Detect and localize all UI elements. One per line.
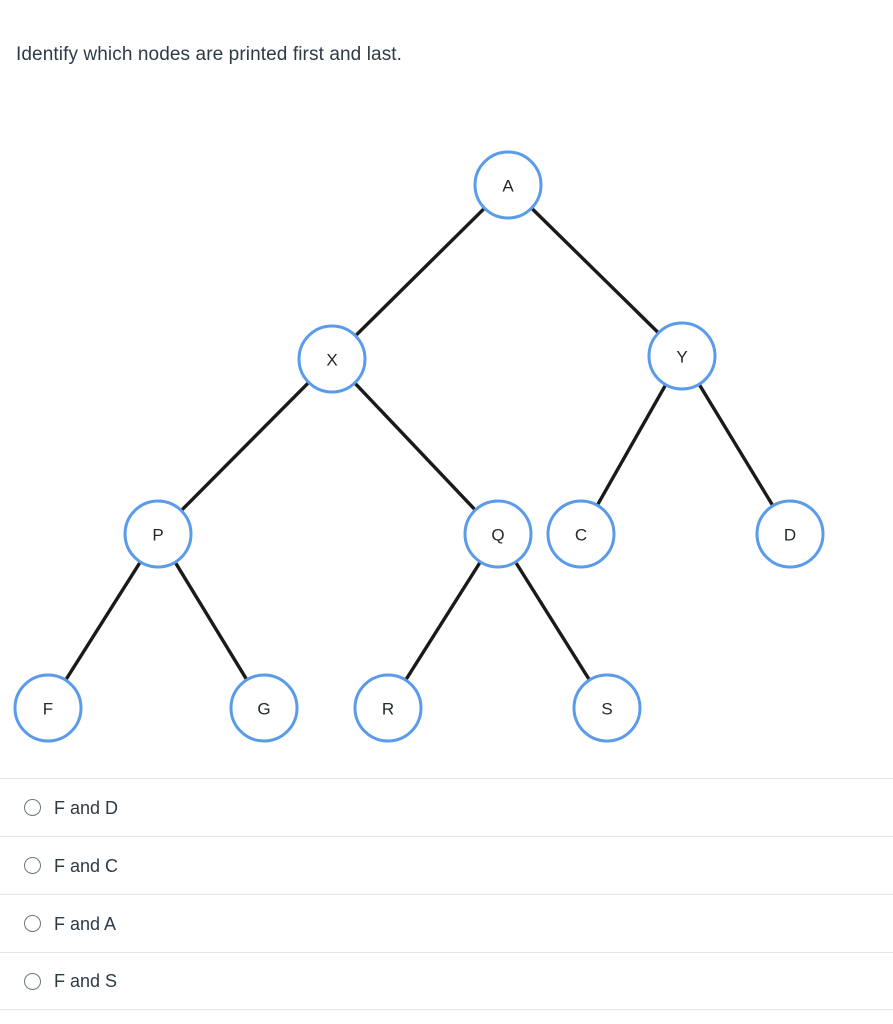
tree-node-circle-D	[755, 499, 825, 569]
tree-node-label-G: G	[257, 700, 270, 719]
tree-node-circle-S	[572, 673, 642, 743]
answer-option-1[interactable]: F and D	[0, 778, 893, 836]
tree-node-label-A: A	[502, 177, 514, 196]
answer-option-label: F and A	[54, 913, 117, 934]
tree-edge-X-Q	[353, 381, 477, 512]
tree-node-X: X	[297, 324, 367, 394]
tree-node-layer: A X Y P Q C D F G R S	[13, 150, 825, 743]
tree-edge-P-F	[64, 560, 142, 682]
tree-node-circle-F	[13, 673, 83, 743]
tree-node-label-F: F	[43, 700, 53, 719]
tree-node-circle-Y	[647, 321, 717, 391]
tree-edge-X-P	[180, 381, 310, 512]
tree-node-C: C	[546, 499, 616, 569]
tree-node-circle-R	[353, 673, 423, 743]
tree-node-circle-P	[123, 499, 193, 569]
tree-edge-P-G	[173, 561, 249, 681]
tree-node-label-R: R	[382, 700, 394, 719]
tree-node-label-P: P	[152, 526, 163, 545]
tree-node-circle-A	[473, 150, 543, 220]
answer-options-list: F and D F and C F and A F and S	[0, 778, 893, 1010]
tree-node-R: R	[353, 673, 423, 743]
answer-option-label: F and C	[54, 855, 119, 876]
tree-node-circle-G	[229, 673, 299, 743]
answer-option-label: F and D	[54, 797, 119, 818]
tree-edge-Q-S	[514, 561, 591, 681]
radio-button-icon[interactable]	[24, 857, 41, 874]
tree-node-label-D: D	[784, 526, 796, 545]
tree-node-label-Y: Y	[676, 348, 687, 367]
question-prompt: Identify which nodes are printed first a…	[16, 44, 403, 65]
tree-edge-A-X	[354, 206, 486, 338]
tree-edge-Y-D	[697, 383, 775, 507]
tree-node-circle-C	[546, 499, 616, 569]
tree-edge-Y-C	[595, 383, 668, 507]
tree-edge-layer	[64, 206, 775, 682]
radio-button-icon[interactable]	[24, 972, 41, 990]
tree-node-label-Q: Q	[491, 526, 504, 545]
tree-node-circle-X	[297, 324, 367, 394]
answer-option-3[interactable]: F and A	[0, 894, 893, 952]
tree-node-F: F	[13, 673, 83, 743]
tree-node-circle-Q	[463, 499, 533, 569]
tree-node-label-S: S	[601, 700, 612, 719]
tree-node-label-C: C	[575, 526, 587, 545]
tree-node-label-X: X	[326, 351, 337, 370]
tree-svg: A X Y P Q C D F G R S	[13, 150, 825, 743]
answer-option-label: F and S	[54, 971, 118, 991]
tree-node-S: S	[572, 673, 642, 743]
answer-option-4[interactable]: F and S	[0, 952, 893, 1010]
tree-node-P: P	[123, 499, 193, 569]
tree-edge-A-Y	[530, 206, 660, 335]
tree-edge-Q-R	[404, 560, 482, 682]
tree-node-D: D	[755, 499, 825, 569]
radio-button-icon[interactable]	[24, 799, 41, 816]
answer-option-2[interactable]: F and C	[0, 836, 893, 894]
radio-button-icon[interactable]	[24, 915, 41, 932]
tree-node-A: A	[473, 150, 543, 220]
tree-node-Q: Q	[463, 499, 533, 569]
tree-node-Y: Y	[647, 321, 717, 391]
binary-tree-diagram: A X Y P Q C D F G R S	[0, 110, 893, 770]
tree-node-G: G	[229, 673, 299, 743]
